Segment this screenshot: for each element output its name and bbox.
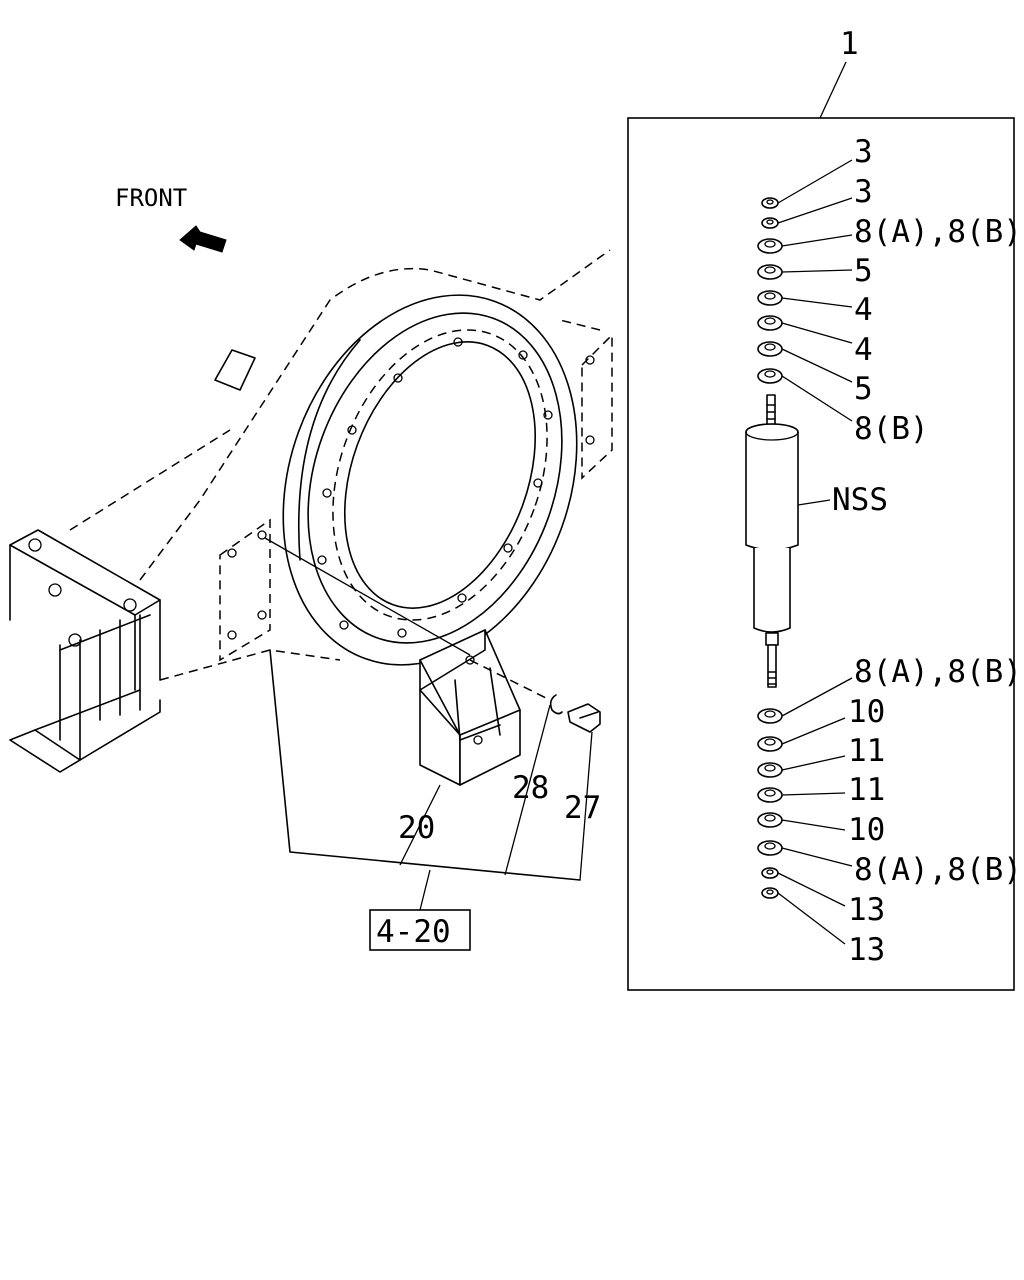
upper-stack [757,197,783,384]
reference-box [369,909,471,951]
bolt-part-27 [567,703,601,733]
kit-label-17: 13 [848,932,885,968]
kit-label-15: 8(A),8(B) [854,852,1022,888]
kit-leaders [777,159,853,945]
lower-stack [757,708,783,899]
axle-housing [9,249,613,881]
kit-label-nss: NSS [832,482,888,518]
kit-label-7: 5 [854,371,873,407]
snap-ring-part-28 [549,694,563,715]
kit-label-1: 3 [854,134,873,170]
kit-label-3: 8(A),8(B) [854,214,1022,250]
kit-label-5: 4 [854,292,873,328]
kit-label-10: 8(A),8(B) [854,654,1022,690]
reference-box-label: 4-20 [376,914,451,950]
bolt-holes [317,337,553,638]
callout-28: 28 [512,770,549,806]
kit-label-11: 10 [848,694,885,730]
kit-label-14: 10 [848,812,885,848]
kit-label-13: 11 [848,772,885,808]
wheel-hub-ring [282,294,578,666]
kit-label-2: 3 [854,174,873,210]
assembly-callout-1: 1 [840,26,859,62]
kit-label-8: 8(B) [854,411,929,447]
kit-box [627,117,1015,991]
bracket-part-20 [419,629,521,786]
front-label: FRONT [115,184,187,212]
callout-20: 20 [398,810,435,846]
callout-27: 27 [564,790,601,826]
front-arrow-icon [179,225,227,253]
kit-label-12: 11 [848,733,885,769]
kit-label-16: 13 [848,892,885,928]
kit-label-4: 5 [854,253,873,289]
shock-absorber [745,394,799,688]
kit-label-6: 4 [854,332,873,368]
